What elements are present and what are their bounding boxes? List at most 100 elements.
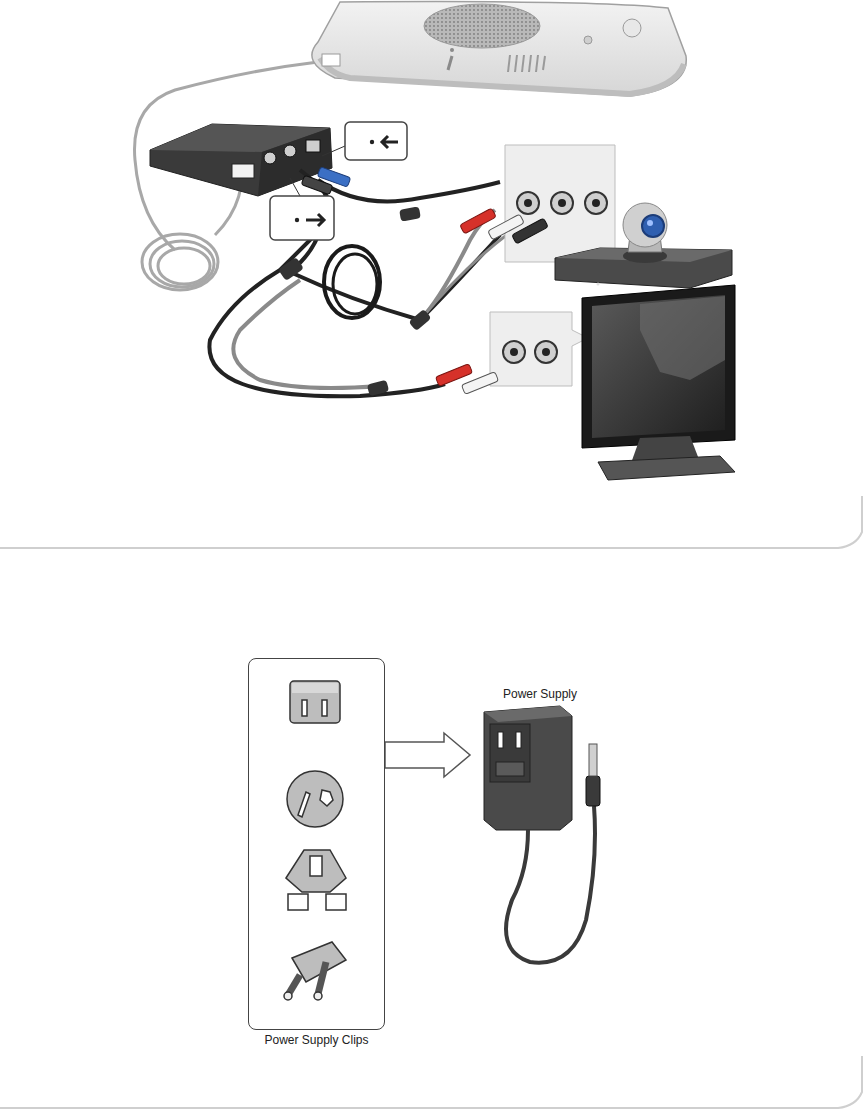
- power-adapter: [490, 724, 530, 782]
- speakerphone: [450, 48, 454, 52]
- connector-panel: [490, 312, 588, 386]
- connector-panel: [512, 218, 548, 244]
- plug-clip: [286, 850, 346, 892]
- speakerphone: [424, 4, 540, 48]
- audio-cable: [209, 170, 520, 396]
- video-codec: [597, 283, 600, 286]
- interface-box: [232, 164, 254, 178]
- video-codec: [555, 248, 732, 288]
- signal-direction-icon: [322, 146, 345, 156]
- signal-direction-icon: [382, 136, 398, 148]
- speakerphone: [312, 2, 686, 96]
- plug-clip: [326, 894, 346, 910]
- speakerphone: [543, 56, 545, 70]
- connector-panel: [503, 341, 525, 363]
- speakerphone: [322, 54, 340, 66]
- power-adapter: [484, 706, 572, 830]
- interface-box: [258, 128, 332, 196]
- speakerphone: [522, 55, 524, 72]
- plug-clip: [314, 992, 322, 1000]
- audio-cable: [408, 309, 431, 331]
- video-codec: [642, 215, 664, 237]
- plug-clip: [284, 992, 292, 1000]
- signal-direction-icon: [290, 178, 300, 196]
- plug-clip: [290, 681, 340, 723]
- television: [582, 285, 735, 480]
- speakerphone: [515, 55, 517, 72]
- plug-clip: [320, 790, 333, 806]
- plug-clip: [322, 700, 327, 716]
- node-label: Power Supply: [503, 687, 577, 701]
- clip-box: Power Supply Clips: [248, 658, 385, 1030]
- plug-clip: [310, 856, 322, 876]
- video-codec: [555, 203, 732, 288]
- node-label: Power Supply Clips: [264, 1033, 368, 1047]
- connector-panel: [461, 372, 498, 395]
- plug-clip: [292, 683, 338, 693]
- connector-panel: [551, 192, 573, 214]
- speakerphone: [508, 55, 545, 72]
- interface-box: [306, 140, 320, 152]
- audio-cable: [399, 206, 421, 221]
- speakerphone: [584, 36, 592, 44]
- signal-direction-icon: [270, 196, 334, 240]
- television: [592, 295, 725, 438]
- rca-plug: [301, 175, 333, 195]
- speakerphone: [320, 58, 684, 94]
- speakerphone: [536, 55, 538, 72]
- rca-plug: [301, 167, 351, 195]
- television: [582, 285, 735, 448]
- plug-clip: [284, 681, 346, 1000]
- interface-box: [264, 152, 276, 164]
- plug-clip: [288, 894, 308, 910]
- power-adapter: [589, 744, 597, 776]
- connector-panel: [542, 348, 550, 356]
- speakerphone: [448, 56, 452, 70]
- speakerphone-cable: [150, 241, 214, 287]
- interface-box: [150, 124, 332, 196]
- television: [598, 456, 735, 480]
- power-adapter: [506, 806, 595, 963]
- connector-panel: [535, 341, 557, 363]
- speakerphone: [529, 55, 531, 72]
- speakerphone: [508, 55, 510, 72]
- audio-cable: [333, 254, 377, 314]
- audio-cable: [209, 170, 445, 396]
- audio-cable: [233, 280, 380, 388]
- speakerphone: [312, 2, 686, 96]
- signal-direction-icon: [306, 214, 324, 226]
- connector-panel: [592, 199, 600, 207]
- video-codec: [647, 220, 653, 226]
- television: [640, 296, 725, 380]
- signal-direction-icon: [370, 140, 374, 144]
- plug-clip: [298, 792, 310, 817]
- connector-panel: [524, 199, 532, 207]
- separator-line: [0, 496, 862, 1108]
- speakerphone: [623, 19, 641, 37]
- connector-panel: [510, 348, 518, 356]
- audio-cable: [324, 246, 380, 318]
- plug-clip: [287, 771, 343, 827]
- interface-box: [150, 124, 332, 196]
- hollow-arrow: [385, 733, 470, 777]
- connector-panel: [585, 192, 607, 214]
- signal-direction-icon: [345, 122, 407, 160]
- power-supply-box: Power Supply: [470, 704, 610, 966]
- connector-panel: [435, 312, 588, 394]
- video-codec: [623, 203, 667, 247]
- connector-panel: [558, 199, 566, 207]
- speakerphone-cable: [142, 234, 218, 290]
- power-adapter: [496, 762, 524, 776]
- power-adapter: [484, 706, 572, 722]
- audio-cable: [278, 257, 304, 281]
- power-adapter: [516, 732, 521, 748]
- separator-line: [0, 496, 862, 548]
- plug-clip: [318, 962, 326, 994]
- audio-cable: [420, 210, 495, 320]
- audio-cable: [367, 380, 389, 397]
- signal-direction-icon: [295, 218, 299, 222]
- separator-line: [0, 1056, 862, 1108]
